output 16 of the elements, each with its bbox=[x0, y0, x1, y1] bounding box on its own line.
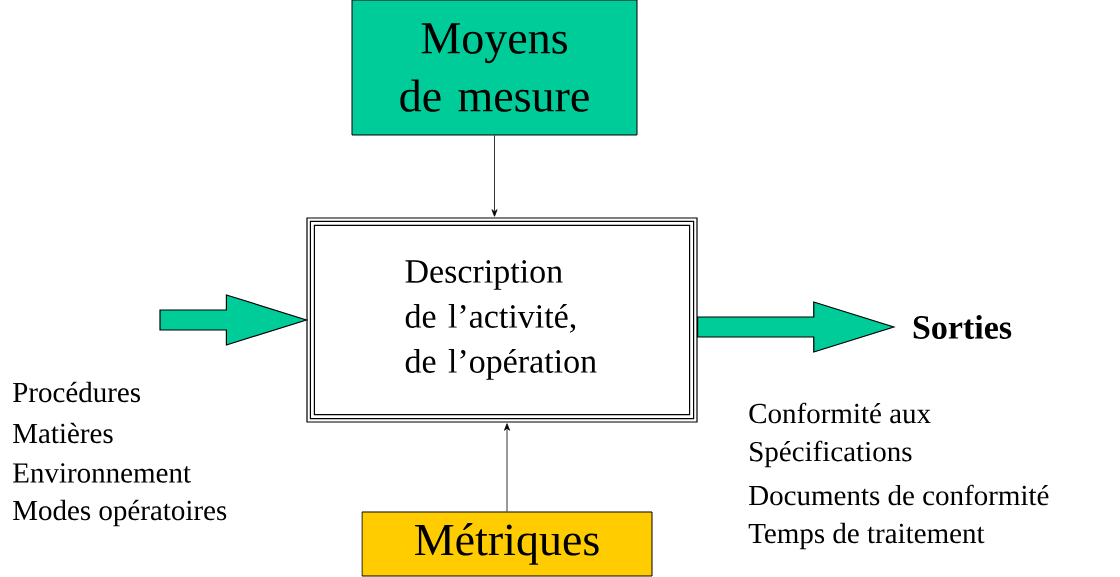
arrow bbox=[491, 135, 498, 217]
arrow bbox=[504, 423, 510, 512]
block-arrow bbox=[159, 294, 309, 346]
list-item: Temps de traitement bbox=[748, 522, 985, 550]
list-item: Conformité aux bbox=[749, 402, 931, 424]
metrics-box: Métriques bbox=[361, 511, 653, 577]
measure-box: Moyens de mesure bbox=[351, 0, 638, 136]
activity-box: Description de l’activité, de l’opération bbox=[306, 217, 698, 423]
list-item: Documents de conformité bbox=[749, 484, 1049, 506]
output-label: Sorties bbox=[913, 315, 1012, 339]
list-item: Spécifications bbox=[750, 440, 912, 468]
list-item: Matières bbox=[13, 422, 113, 444]
list-item: Environnement bbox=[13, 463, 191, 483]
list-item: Procédures bbox=[13, 381, 140, 403]
block-arrow bbox=[697, 301, 896, 353]
list-item: Modes opératoires bbox=[13, 499, 227, 527]
